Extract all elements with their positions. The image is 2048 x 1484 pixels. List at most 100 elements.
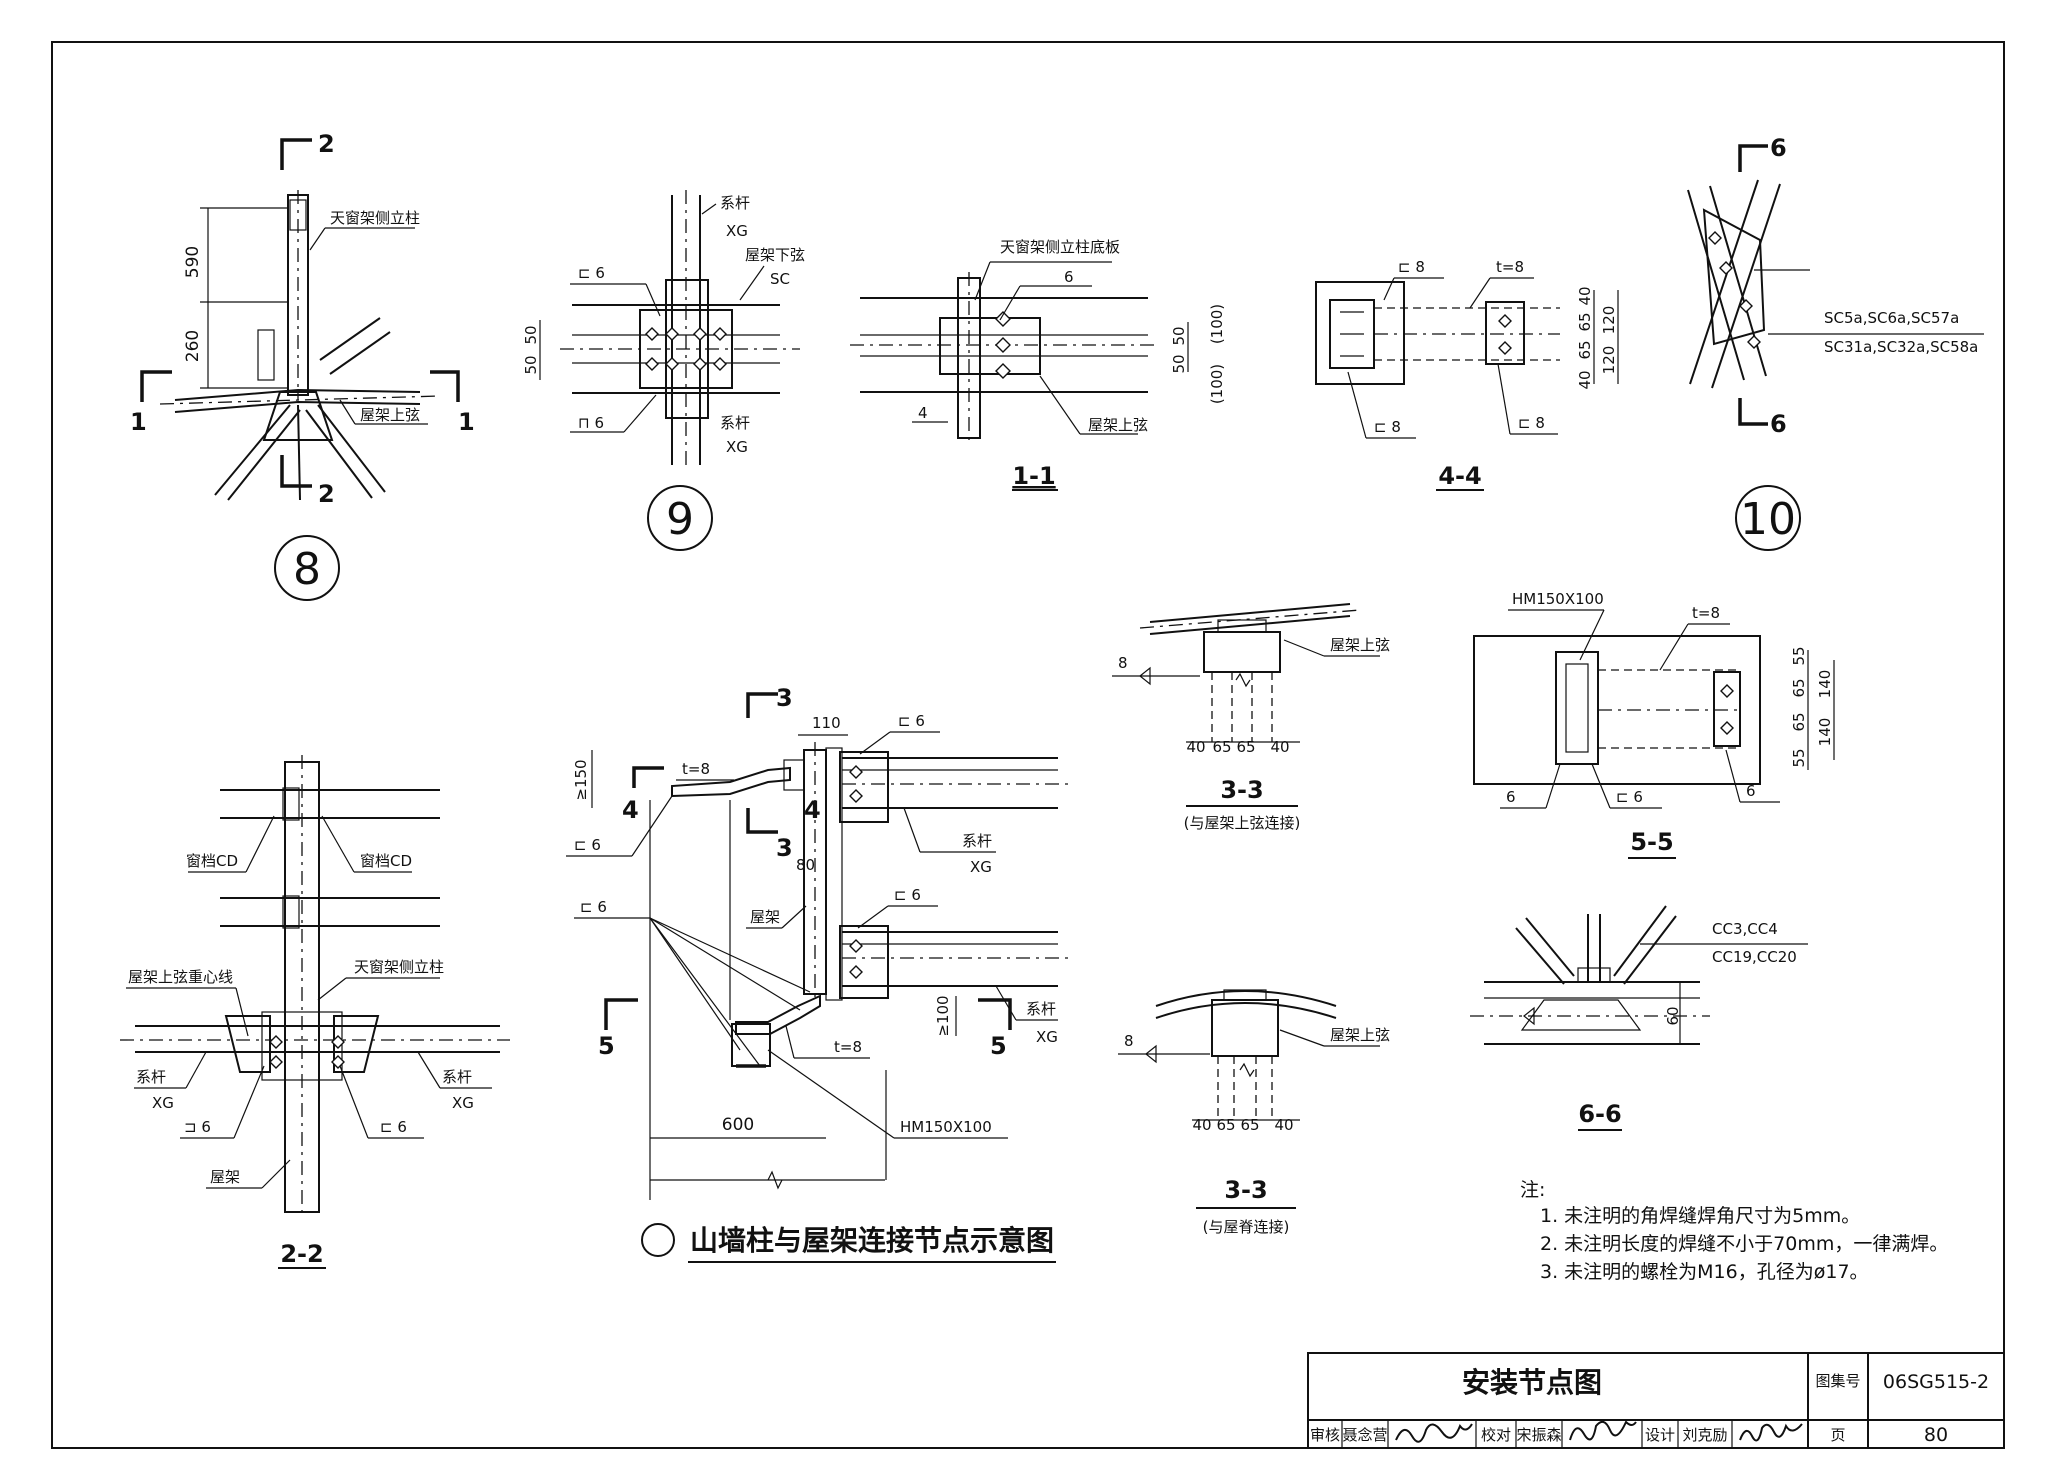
- main-sec-3-bottom: 3: [776, 834, 793, 862]
- s44-dim-40a: 40: [1576, 286, 1594, 305]
- main-weld-1: ⊏ 6: [898, 712, 925, 730]
- section-4-4: 40 65 65 40 120 120 ⊏ 8 t=8 ⊏ 8 ⊏ 8 4-4: [1315, 258, 1619, 491]
- s33a-dim-40b: 40: [1270, 738, 1289, 756]
- d9-sc: SC: [770, 270, 790, 288]
- main-dim-600: 600: [722, 1115, 754, 1135]
- s33b-label: 3-3: [1224, 1176, 1267, 1204]
- bolt-icon: [645, 357, 659, 371]
- main-rod-2: 系杆: [1026, 1000, 1056, 1018]
- main-sec-5-left: 5: [598, 1032, 615, 1060]
- sec-2-bottom: 2: [318, 480, 335, 508]
- s66-members-2: CC19,CC20: [1712, 948, 1797, 966]
- s55-weld-l: 6: [1506, 788, 1516, 806]
- s33a-chord: 屋架上弦: [1330, 636, 1390, 654]
- main-truss: 屋架: [750, 908, 780, 926]
- s11-dim-50b: 50: [1170, 354, 1188, 373]
- s22-label: 2-2: [280, 1240, 323, 1268]
- main-hm: HM150X100: [900, 1118, 992, 1136]
- design-name: 刘克励: [1682, 1426, 1727, 1444]
- s33a-note: (与屋架上弦连接): [1184, 814, 1301, 832]
- s22-weld-l: ⊐ 6: [184, 1118, 211, 1136]
- s55-dim-55a: 55: [1790, 646, 1808, 665]
- s33b-note: (与屋脊连接): [1203, 1218, 1290, 1236]
- s44-dim-120b: 120: [1600, 346, 1618, 375]
- s22-xg-l: XG: [152, 1094, 174, 1112]
- d10-members-2: SC31a,SC32a,SC58a: [1824, 338, 1978, 356]
- d9-weld-bottom: ⊓ 6: [578, 414, 604, 432]
- s11-weld-4: 4: [918, 404, 928, 422]
- main-caption: 山墙柱与屋架连接节点示意图: [690, 1224, 1054, 1257]
- main-t8-bottom: t=8: [834, 1038, 862, 1056]
- d9-xg-bottom: XG: [726, 438, 748, 456]
- s55-hm: HM150X100: [1512, 590, 1604, 608]
- atlas-label: 图集号: [1815, 1372, 1860, 1390]
- section-2-2: 窗档CD 窗档CD 天窗架侧立柱 屋架上弦重心线 系杆 XG 系杆 XG ⊐ 6…: [120, 755, 510, 1269]
- detail-10-label: 10: [1740, 494, 1796, 545]
- s33a-dim-65a: 65: [1212, 738, 1231, 756]
- main-weld-2: ⊏ 6: [574, 836, 601, 854]
- main-dim-80: 80: [796, 856, 815, 874]
- s22-weld-r: ⊏ 6: [380, 1118, 407, 1136]
- s22-centerline: 屋架上弦重心线: [128, 968, 233, 986]
- check-name: 宋振森: [1516, 1426, 1561, 1444]
- s11-dim-100b: (100): [1208, 364, 1226, 404]
- s11-label: 1-1: [1012, 462, 1055, 490]
- s55-dim-65a: 65: [1790, 678, 1808, 697]
- s33b-dim-65a: 65: [1216, 1116, 1235, 1134]
- detail-9: 系杆 XG 屋架下弦 SC ⊏ 6 ⊓ 6 50 50 系杆 XG 9: [522, 190, 805, 551]
- s33b-chord: 屋架上弦: [1330, 1026, 1390, 1044]
- section-5-5: 55 65 65 55 140 140 HM150X100 t=8 6 ⊏ 6 …: [1473, 590, 1835, 859]
- bolt-icon: [665, 327, 679, 341]
- d9-dim-50a: 50: [522, 325, 540, 344]
- s55-dim-140a: 140: [1816, 670, 1834, 699]
- main-connection-detail: 600 110 ≥150 80 ≥100 3 3 4 4 5 5 t=8 t=8…: [566, 684, 1070, 1263]
- s55-label: 5-5: [1630, 828, 1673, 856]
- s44-weld-top: ⊏ 8: [1398, 258, 1425, 276]
- d9-rod-bottom: 系杆: [720, 414, 750, 432]
- main-t8-top: t=8: [682, 760, 710, 778]
- note-3: 3. 未注明的螺栓为M16，孔径为ø17。: [1540, 1261, 1869, 1283]
- bolt-icon: [693, 357, 707, 371]
- d9-dim-50b: 50: [522, 355, 540, 374]
- d9-xg-top: XG: [726, 222, 748, 240]
- atlas-number: 06SG515-2: [1883, 1371, 1989, 1393]
- page-label: 页: [1830, 1426, 1845, 1444]
- bolt-icon: [713, 327, 727, 341]
- drawing-title: 安装节点图: [1462, 1366, 1602, 1399]
- d9-rod-top: 系杆: [720, 194, 750, 212]
- main-dim-150: ≥150: [572, 759, 590, 800]
- s55-dim-140b: 140: [1816, 718, 1834, 747]
- sec-6-bottom: 6: [1770, 410, 1787, 438]
- s22-truss: 屋架: [210, 1168, 240, 1186]
- review-signature: [1395, 1423, 1473, 1443]
- s55-dim-55b: 55: [1790, 748, 1808, 767]
- check-label: 校对: [1481, 1426, 1511, 1444]
- s44-dim-120a: 120: [1600, 306, 1618, 335]
- bolt-icon: [713, 357, 727, 371]
- s11-weld: 6: [1064, 268, 1074, 286]
- main-sec-4-right: 4: [804, 796, 821, 824]
- s55-weld-r: 6: [1746, 782, 1756, 800]
- s22-purlin-l: 窗档CD: [186, 852, 238, 870]
- d9-weld-top: ⊏ 6: [578, 264, 605, 282]
- s44-dim-65b: 65: [1576, 340, 1594, 359]
- s11-base-plate: 天窗架侧立柱底板: [1000, 238, 1120, 256]
- s66-dim-60: 60: [1664, 1006, 1682, 1025]
- bolt-icon: [665, 357, 679, 371]
- check-signature: [1569, 1420, 1637, 1441]
- main-sec-5-right: 5: [990, 1032, 1007, 1060]
- s44-dim-65a: 65: [1576, 312, 1594, 331]
- title-block: 安装节点图 图集号 06SG515-2 页 80 审核 聂念营 校对 宋振森 设…: [1307, 1352, 2005, 1449]
- s55-t8: t=8: [1692, 604, 1720, 622]
- s33b-dim-40a: 40: [1192, 1116, 1211, 1134]
- s55-dim-65b: 65: [1790, 712, 1808, 731]
- main-sec-4-left: 4: [622, 796, 639, 824]
- s44-dim-40b: 40: [1576, 370, 1594, 389]
- design-signature: [1739, 1423, 1803, 1442]
- s11-chord: 屋架上弦: [1088, 416, 1148, 434]
- s22-xg-r: XG: [452, 1094, 474, 1112]
- s33b-dim-65b: 65: [1240, 1116, 1259, 1134]
- main-dim-110: 110: [812, 714, 841, 732]
- bolt-icon: [693, 327, 707, 341]
